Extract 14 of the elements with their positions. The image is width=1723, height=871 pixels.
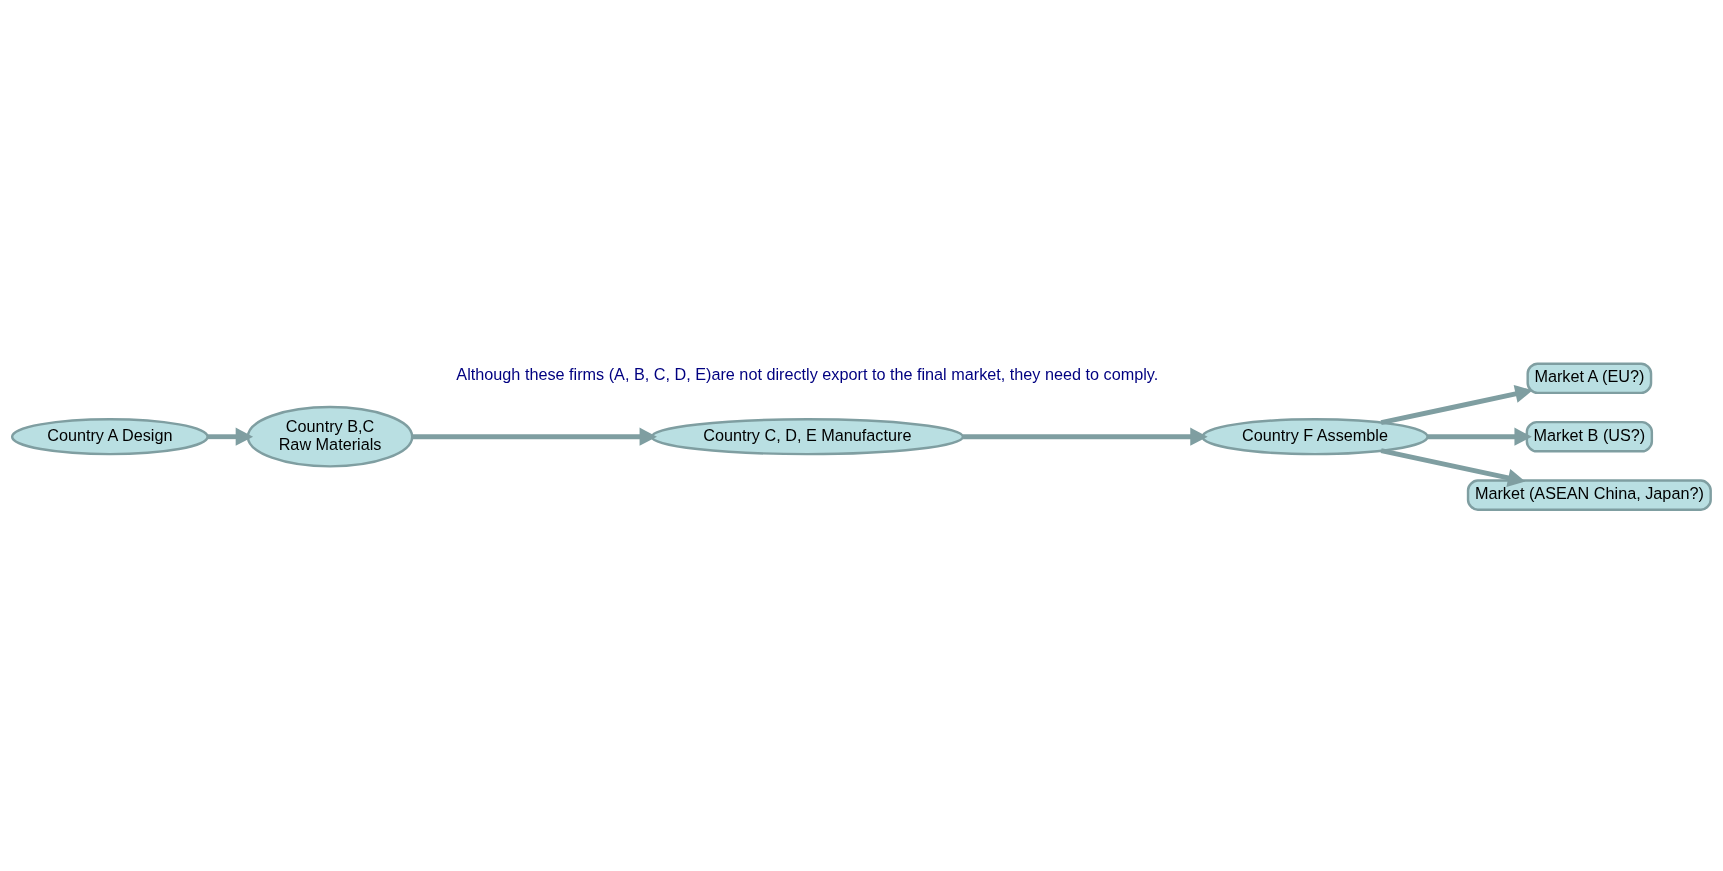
arrow: [207, 427, 254, 446]
arrow: [963, 427, 1208, 446]
node-box: Market A (EU?): [1526, 362, 1653, 395]
node-ellipse: Country F Assemble: [1201, 418, 1429, 456]
arrow: [1427, 427, 1532, 446]
arrow: [1380, 385, 1533, 426]
arrow: [1380, 448, 1526, 487]
label: Although these firms (A, B, C, D, E)are not directly export to the final market, they need to comply.: [456, 364, 1159, 383]
arrow: [412, 427, 657, 446]
node-box: Market B (US?): [1525, 420, 1654, 453]
node-ellipse: Country C, D, E Manufacture: [650, 418, 965, 456]
node-box: Market (ASEAN China, Japan?): [1466, 479, 1712, 511]
node-ellipse: Country B,C Raw Materials: [246, 405, 414, 468]
node-ellipse: Country A Design: [10, 418, 209, 456]
